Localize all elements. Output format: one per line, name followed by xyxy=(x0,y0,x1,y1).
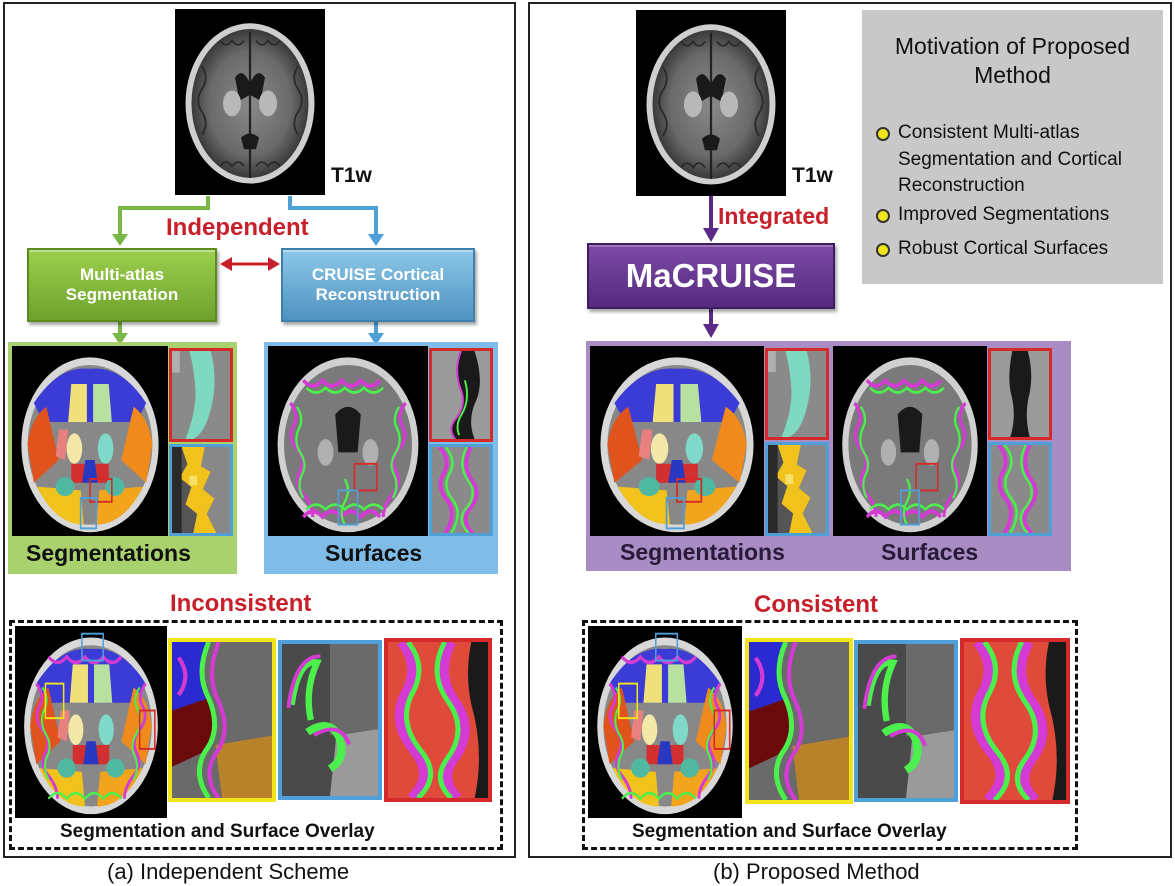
seg-zoom-red xyxy=(169,348,233,442)
flow-arrows-b xyxy=(703,196,719,338)
t1w-label-b: T1w xyxy=(792,164,833,187)
macruise-surf-zoom-blue xyxy=(988,442,1052,536)
surf-zoom-blue xyxy=(429,444,493,536)
motivation-title: Motivation of Proposed Method xyxy=(894,33,1131,88)
macruise-box: MaCRUISE xyxy=(587,243,835,309)
panel-b-frame xyxy=(528,2,1172,858)
overlay-zoom-red-b xyxy=(960,638,1070,804)
overlay-box-a xyxy=(9,620,503,850)
consistent-label: Consistent xyxy=(754,591,879,618)
surfaces-label-a: Surfaces xyxy=(325,540,423,566)
overlay-label-a: Segmentation and Surface Overlay xyxy=(60,821,375,842)
overlay-label-b: Segmentation and Surface Overlay xyxy=(632,821,947,842)
green-arrowhead-bottom xyxy=(112,333,128,345)
overlay-box-b xyxy=(582,620,1078,850)
surface-brain-image xyxy=(268,346,428,536)
yellow-dot-icon xyxy=(876,243,890,258)
segmentations-label-b: Segmentations xyxy=(620,539,785,565)
caption-a: (a) Independent Scheme xyxy=(107,859,350,884)
integrated-label: Integrated xyxy=(718,203,830,229)
overlay-zoom-yellow-a xyxy=(168,638,276,802)
seg-zoom-blue xyxy=(169,444,233,536)
cruise-reconstruction-box: CRUISE Cortical Reconstruction xyxy=(281,248,475,322)
overlay-zoom-blue-a xyxy=(278,640,382,800)
macruise-surf-brain xyxy=(833,346,987,536)
motivation-bullet-3: Robust Cortical Surfaces xyxy=(876,236,1158,263)
motivation-box xyxy=(862,10,1163,284)
yellow-dot-icon xyxy=(876,208,890,223)
overlay-brain-b xyxy=(588,626,742,818)
segmentations-label-a: Segmentations xyxy=(26,540,191,566)
surf-zoom-red xyxy=(429,348,493,442)
t1w-image-b xyxy=(636,10,786,196)
overlay-brain-a xyxy=(15,626,167,818)
green-arrowhead-top xyxy=(112,234,128,246)
inconsistent-label: Inconsistent xyxy=(170,590,312,617)
blue-arrow-to-cruise xyxy=(288,196,378,238)
caption-b: (b) Proposed Method xyxy=(713,859,920,884)
flow-arrows-a xyxy=(112,196,384,345)
macruise-seg-brain xyxy=(590,346,764,536)
motivation-bullet-1: Consistent Multi-atlas Segmentation and … xyxy=(876,120,1158,200)
blue-arrowhead-bottom xyxy=(368,333,384,345)
yellow-dot-icon xyxy=(876,127,890,141)
overlay-zoom-yellow-b xyxy=(745,638,853,804)
macruise-seg-zoom-blue xyxy=(765,442,829,536)
motivation-bullet-2: Improved Segmentations xyxy=(876,202,1158,229)
macruise-surf-zoom-red xyxy=(988,348,1052,440)
t1w-image-a xyxy=(175,9,325,195)
independent-label: Independent xyxy=(166,214,309,241)
motivation-bullets: Consistent Multi-atlas Segmentation and … xyxy=(876,120,1158,263)
overlay-zoom-blue-b xyxy=(854,640,958,802)
macruise-seg-zoom-red xyxy=(765,348,829,440)
green-arrow-to-seg xyxy=(118,196,210,238)
segmentation-brain-image xyxy=(12,346,168,536)
surfaces-label-b: Surfaces xyxy=(881,539,979,565)
multi-atlas-segmentation-box: Multi-atlas Segmentation xyxy=(27,248,217,322)
blue-arrowhead-top xyxy=(368,234,384,246)
t1w-label-a: T1w xyxy=(331,164,372,187)
panel-a-frame xyxy=(3,2,516,858)
overlay-zoom-red-a xyxy=(384,638,492,802)
